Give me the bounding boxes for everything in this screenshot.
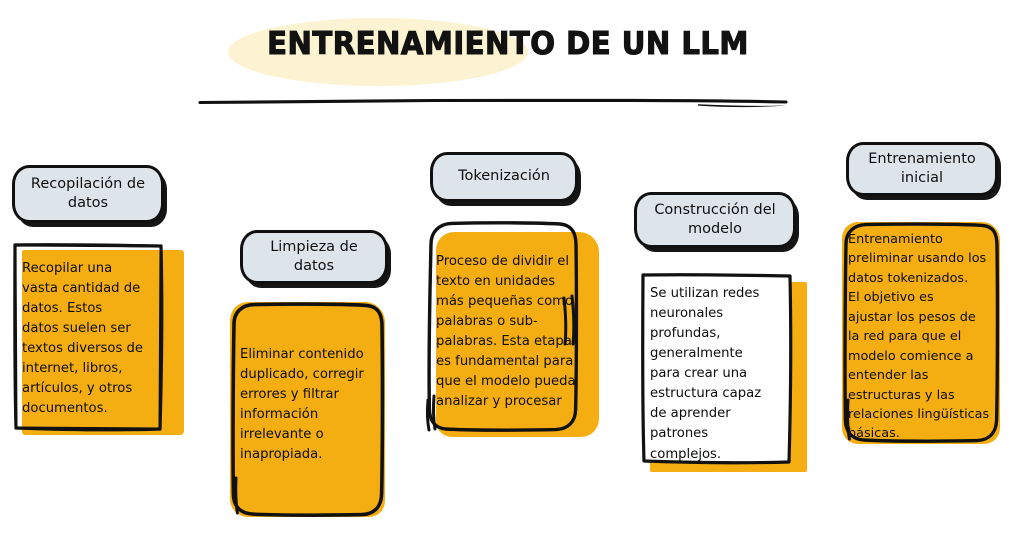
card-header-tokenizacion: Tokenización: [430, 152, 578, 202]
card-body-construccion-del-modelo: Se utilizan redes neuronales profundas, …: [650, 286, 762, 462]
card-entrenamiento-inicial[interactable]: Entrenamiento inicial Entrenamiento prel…: [828, 142, 1016, 462]
card-header-construccion-del-modelo: Construcción del modelo: [634, 192, 796, 248]
card-header-limpieza-de-datos: Limpieza de datos: [240, 230, 388, 284]
card-recopilacion-de-datos[interactable]: Recopilación de datos Recopilar una vast…: [0, 165, 200, 465]
card-header-entrenamiento-inicial: Entrenamiento inicial: [846, 142, 998, 196]
page-title: ENTRENAMIENTO DE UN LLM: [267, 25, 749, 62]
card-construccion-del-modelo[interactable]: Construcción del modelo Se utilizan rede…: [622, 192, 822, 492]
title-block: ENTRENAMIENTO DE UN LLM: [0, 0, 1016, 120]
title-divider: [198, 98, 788, 108]
card-limpieza-de-datos[interactable]: Limpieza de datos Eliminar contenido dup…: [222, 230, 412, 530]
card-body-limpieza-de-datos: Eliminar contenido duplicado, corregir e…: [240, 347, 364, 463]
card-body-entrenamiento-inicial: Entrenamiento preliminar usando los dato…: [848, 232, 990, 442]
card-tokenizacion[interactable]: Tokenización Proceso de dividir el texto…: [418, 152, 618, 462]
card-body-recopilacion-de-datos: Recopilar una vasta cantidad de datos. E…: [22, 261, 144, 417]
title-highlight-ellipse: [228, 18, 528, 86]
card-body-tokenizacion: Proceso de dividir el texto en unidades …: [436, 254, 576, 410]
card-header-recopilacion-de-datos: Recopilación de datos: [12, 165, 164, 223]
